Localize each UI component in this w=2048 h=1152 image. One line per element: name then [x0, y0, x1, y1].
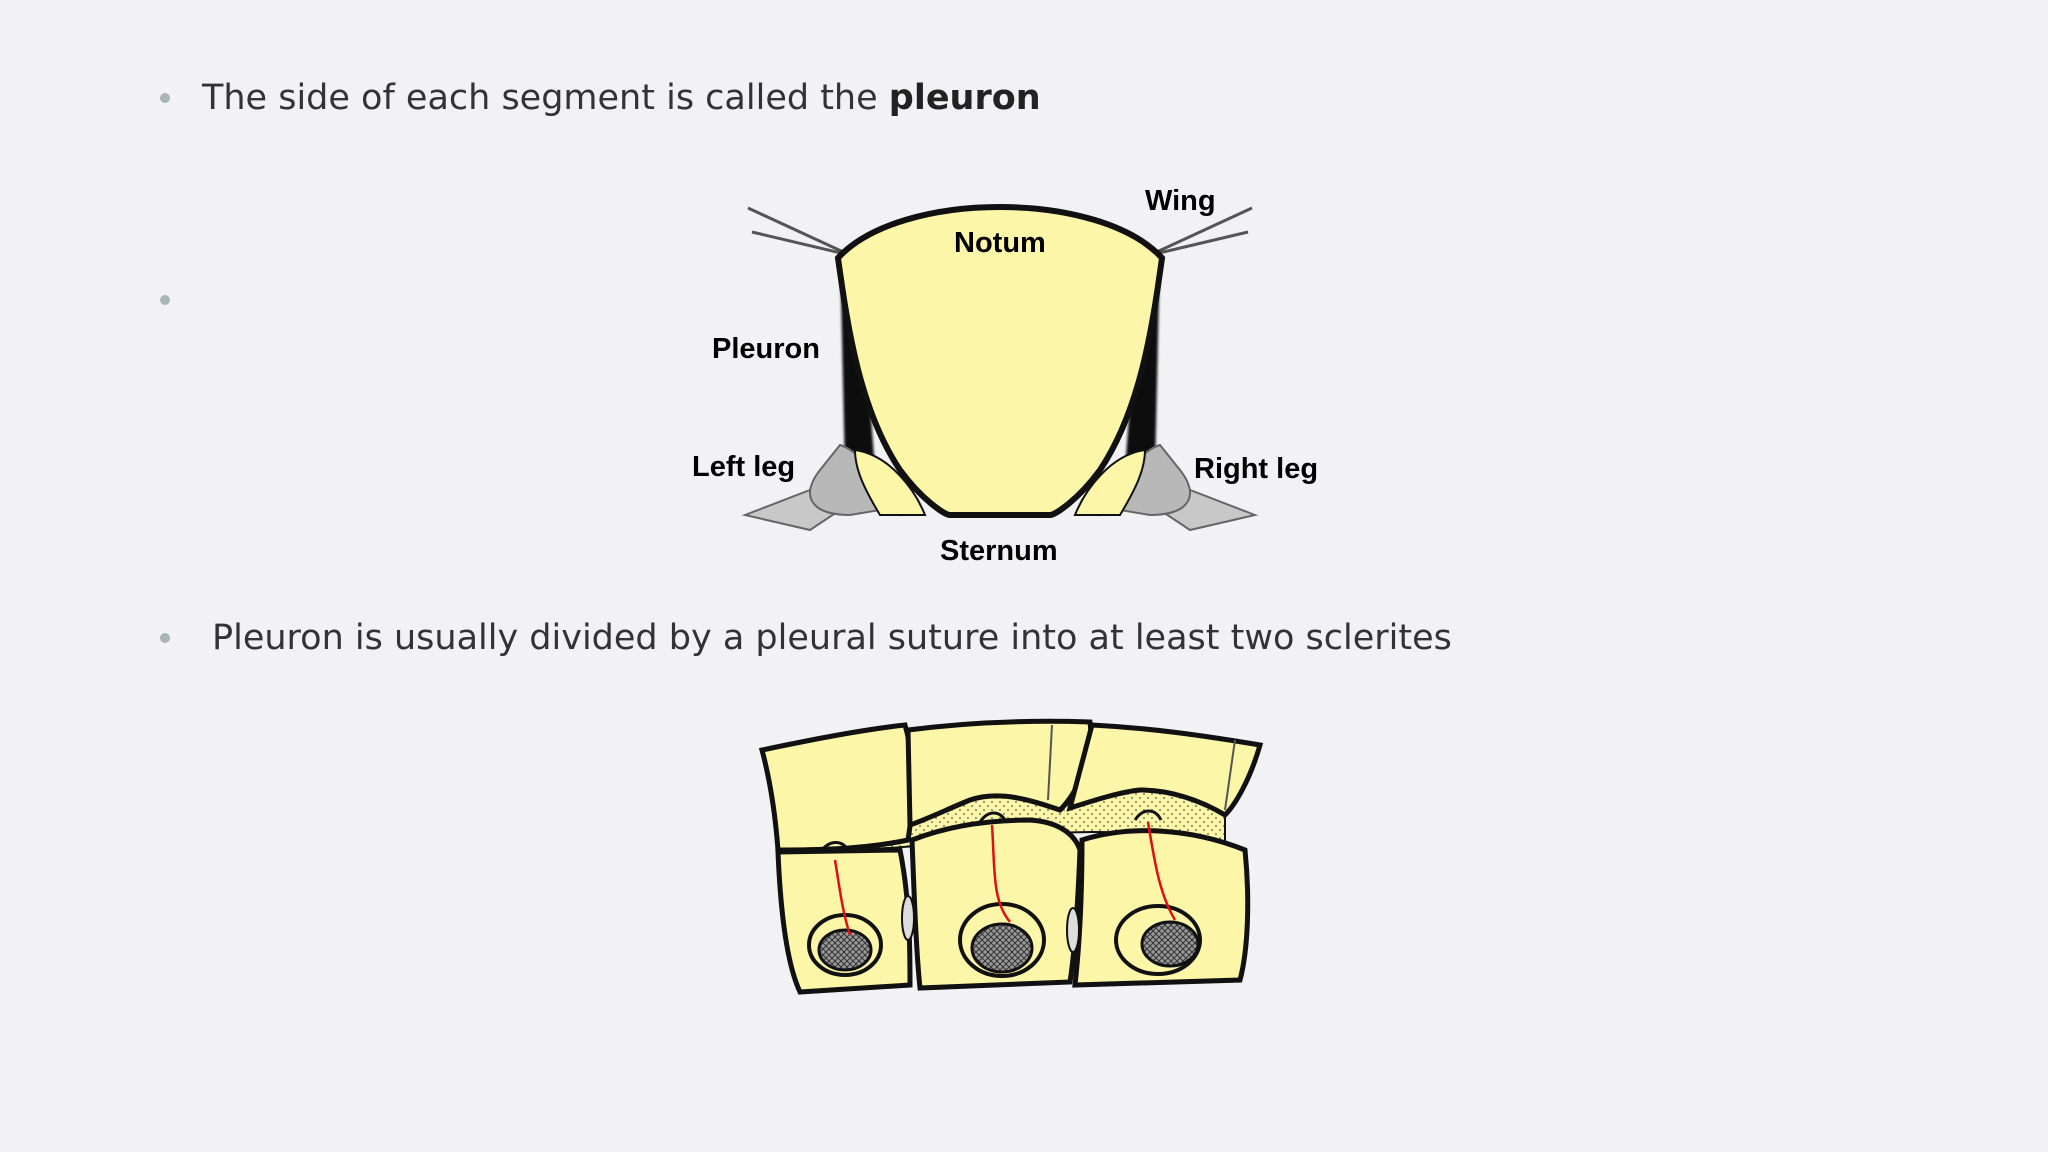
bullet-marker [160, 295, 170, 305]
label-right-leg: Right leg [1194, 453, 1318, 485]
bullet-marker [160, 93, 170, 103]
bullet-item-empty [160, 276, 202, 324]
label-pleuron: Pleuron [712, 333, 820, 365]
coxal-socket-1 [807, 913, 883, 977]
upper-plate-3 [1066, 722, 1264, 819]
upper-plate-2 [905, 718, 1094, 829]
label-notum: Notum [954, 227, 1046, 259]
upper-plate-1 [758, 722, 916, 853]
segment-body [834, 204, 1166, 518]
bullet-item-pleural-suture: Pleuron is usually divided by a pleural … [160, 614, 1452, 662]
joint-2 [1066, 907, 1080, 953]
pleural-sclerites-diagram [730, 700, 1300, 1010]
bullet-text-bold: pleuron [888, 78, 1041, 118]
left-leg-shape [741, 443, 927, 532]
label-sternum: Sternum [940, 535, 1058, 567]
joint-1 [901, 895, 915, 941]
bullet-text-main: The side of each segment is called the [202, 78, 889, 118]
coxal-socket-2 [958, 902, 1046, 978]
bullet-marker [160, 633, 170, 643]
bullet-item-pleuron: The side of each segment is called the p… [160, 74, 1041, 122]
pleural-suture-1 [833, 859, 852, 936]
bullet-text: Pleuron is usually divided by a pleural … [212, 618, 1452, 658]
coxal-socket-3 [1114, 904, 1202, 976]
segment-cross-section-diagram: Wing Notum Pleuron Left leg Right leg St… [690, 170, 1340, 580]
label-left-leg: Left leg [692, 451, 795, 483]
bullet-text: The side of each segment is called the p… [202, 78, 1041, 118]
label-wing: Wing [1145, 185, 1216, 217]
segment-cross-section-svg: Wing Notum Pleuron Left leg Right leg St… [692, 185, 1318, 567]
right-leg-shape [1073, 443, 1259, 532]
pleural-sclerites-svg [758, 718, 1264, 995]
pleural-suture-3 [1146, 821, 1177, 921]
pleural-suture-2 [990, 824, 1011, 923]
